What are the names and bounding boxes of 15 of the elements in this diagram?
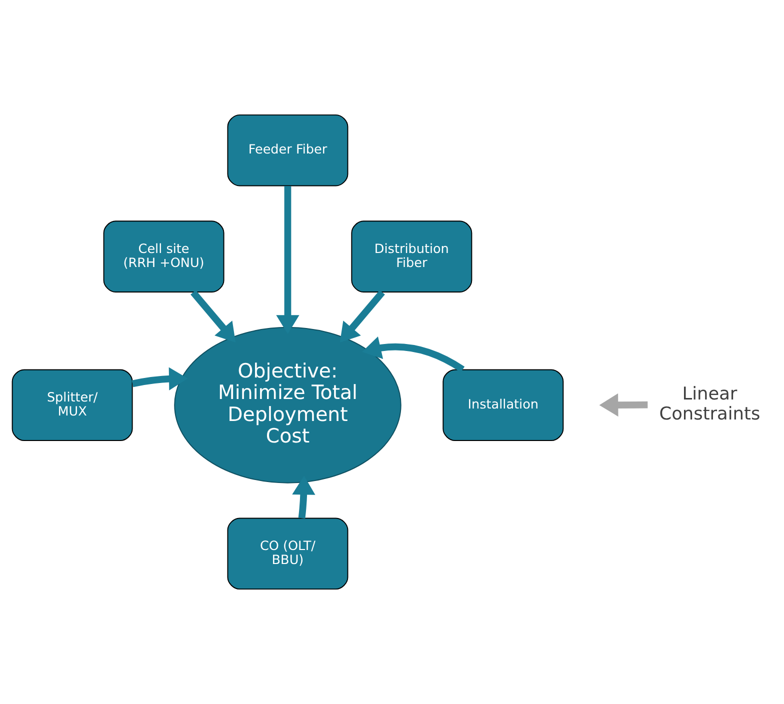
arrow (292, 476, 316, 519)
arrow (132, 367, 188, 390)
node-box: Distribution Fiber (351, 220, 472, 292)
node-text: Linear Constraints (659, 384, 760, 424)
arrow (190, 290, 236, 342)
arrow (276, 186, 300, 334)
arrow (362, 336, 465, 372)
node-box: Splitter/ MUX (12, 369, 133, 442)
node-box: Cell site (RRH +ONU) (103, 220, 224, 292)
node-box: Installation (442, 369, 564, 442)
node-ellipse: Objective: Minimize Total Deployment Cost (174, 326, 402, 484)
node-box: CO (OLT/ BBU) (227, 518, 348, 590)
node-box: Feeder Fiber (227, 114, 348, 186)
arrow (599, 393, 648, 417)
arrow (340, 290, 385, 342)
